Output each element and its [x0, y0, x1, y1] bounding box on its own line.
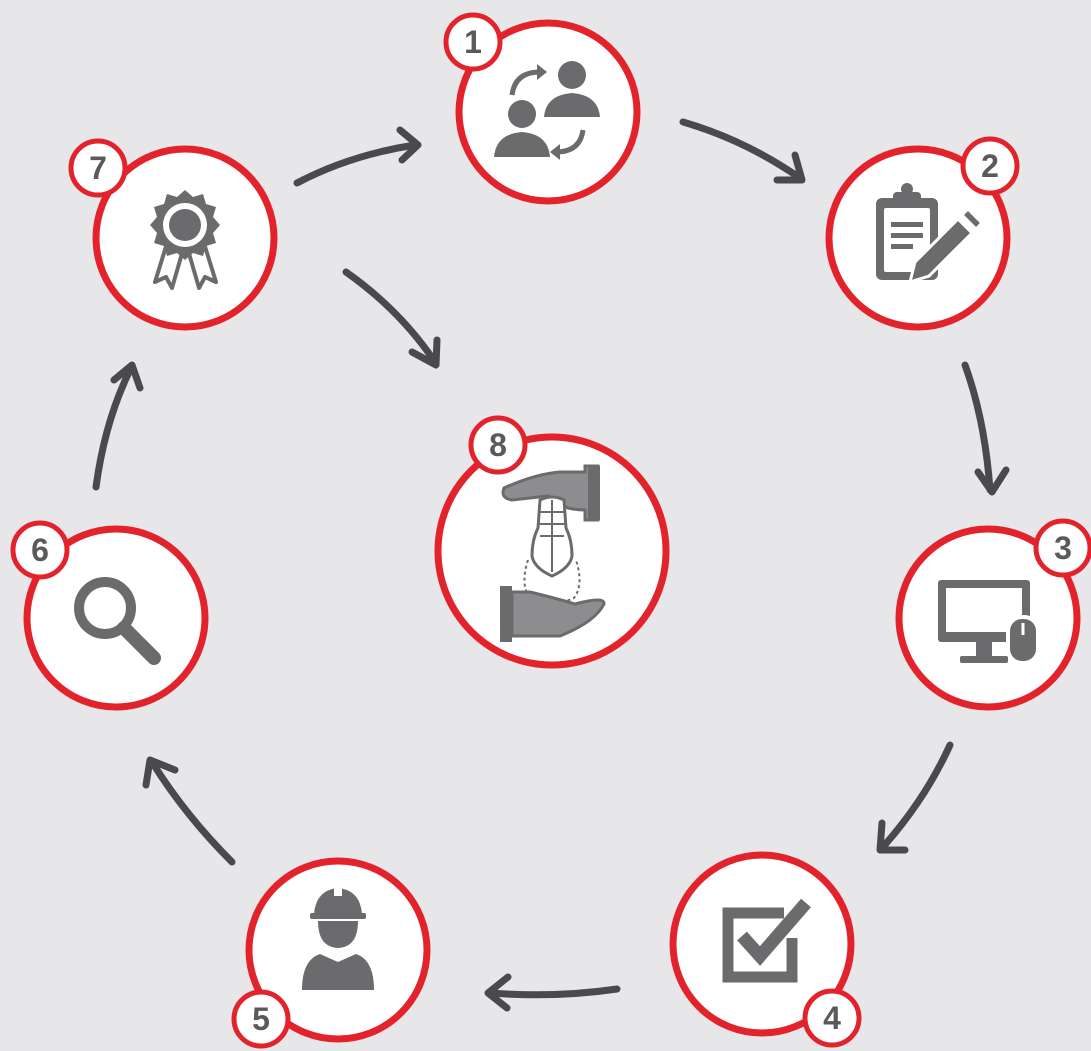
step-4: 4: [669, 851, 862, 1048]
clipboard-pencil-icon: [876, 183, 985, 285]
arrow-7-to-8: [342, 268, 441, 369]
checkbox-icon: [722, 898, 811, 983]
step-2: 2: [825, 136, 1020, 331]
step-6-ring: [23, 525, 209, 711]
step-7: 7: [68, 138, 278, 331]
step-1-number: 1: [464, 24, 482, 60]
step-7-number: 7: [89, 150, 107, 186]
step-8: 8: [434, 415, 670, 669]
arrow-1-to-2: [679, 118, 806, 184]
step-3-number: 3: [1054, 530, 1072, 566]
step-6-number: 6: [31, 532, 49, 568]
arrow-5-to-6: [142, 756, 236, 866]
step-8-number: 8: [489, 427, 507, 463]
magnifier-icon: [74, 577, 161, 665]
step-5-number: 5: [252, 1001, 270, 1037]
step-5-badge: [231, 989, 291, 1049]
step-1: 1: [443, 12, 641, 205]
step-5-ring: [245, 857, 431, 1043]
arrow-2-to-3: [961, 361, 1010, 496]
step-4-number: 4: [823, 1000, 841, 1036]
step-4-badge: [802, 988, 862, 1048]
hands-mannequin-icon: [500, 464, 606, 642]
award-ribbon-icon: [150, 190, 220, 290]
people-exchange-icon: [494, 61, 600, 160]
arrow-7-to-1: [293, 126, 422, 187]
step-1-badge: [443, 12, 503, 72]
step-6-badge: [10, 520, 70, 580]
step-7-badge: [68, 138, 128, 198]
step-3-badge: [1033, 518, 1091, 578]
step-3: 3: [895, 518, 1091, 711]
arrow-6-to-7: [92, 361, 144, 491]
step-5: 5: [231, 857, 431, 1049]
computer-monitor-mouse-icon: [938, 580, 1040, 665]
arrow-3-to-4: [876, 741, 954, 854]
arrow-4-to-5: [484, 973, 621, 1012]
step-6: 6: [10, 520, 209, 711]
step-8-badge: [468, 415, 528, 475]
flow-arrows: [92, 118, 1010, 1012]
construction-worker-icon: [302, 884, 374, 990]
step-2-number: 2: [981, 148, 999, 184]
step-2-badge: [960, 136, 1020, 196]
